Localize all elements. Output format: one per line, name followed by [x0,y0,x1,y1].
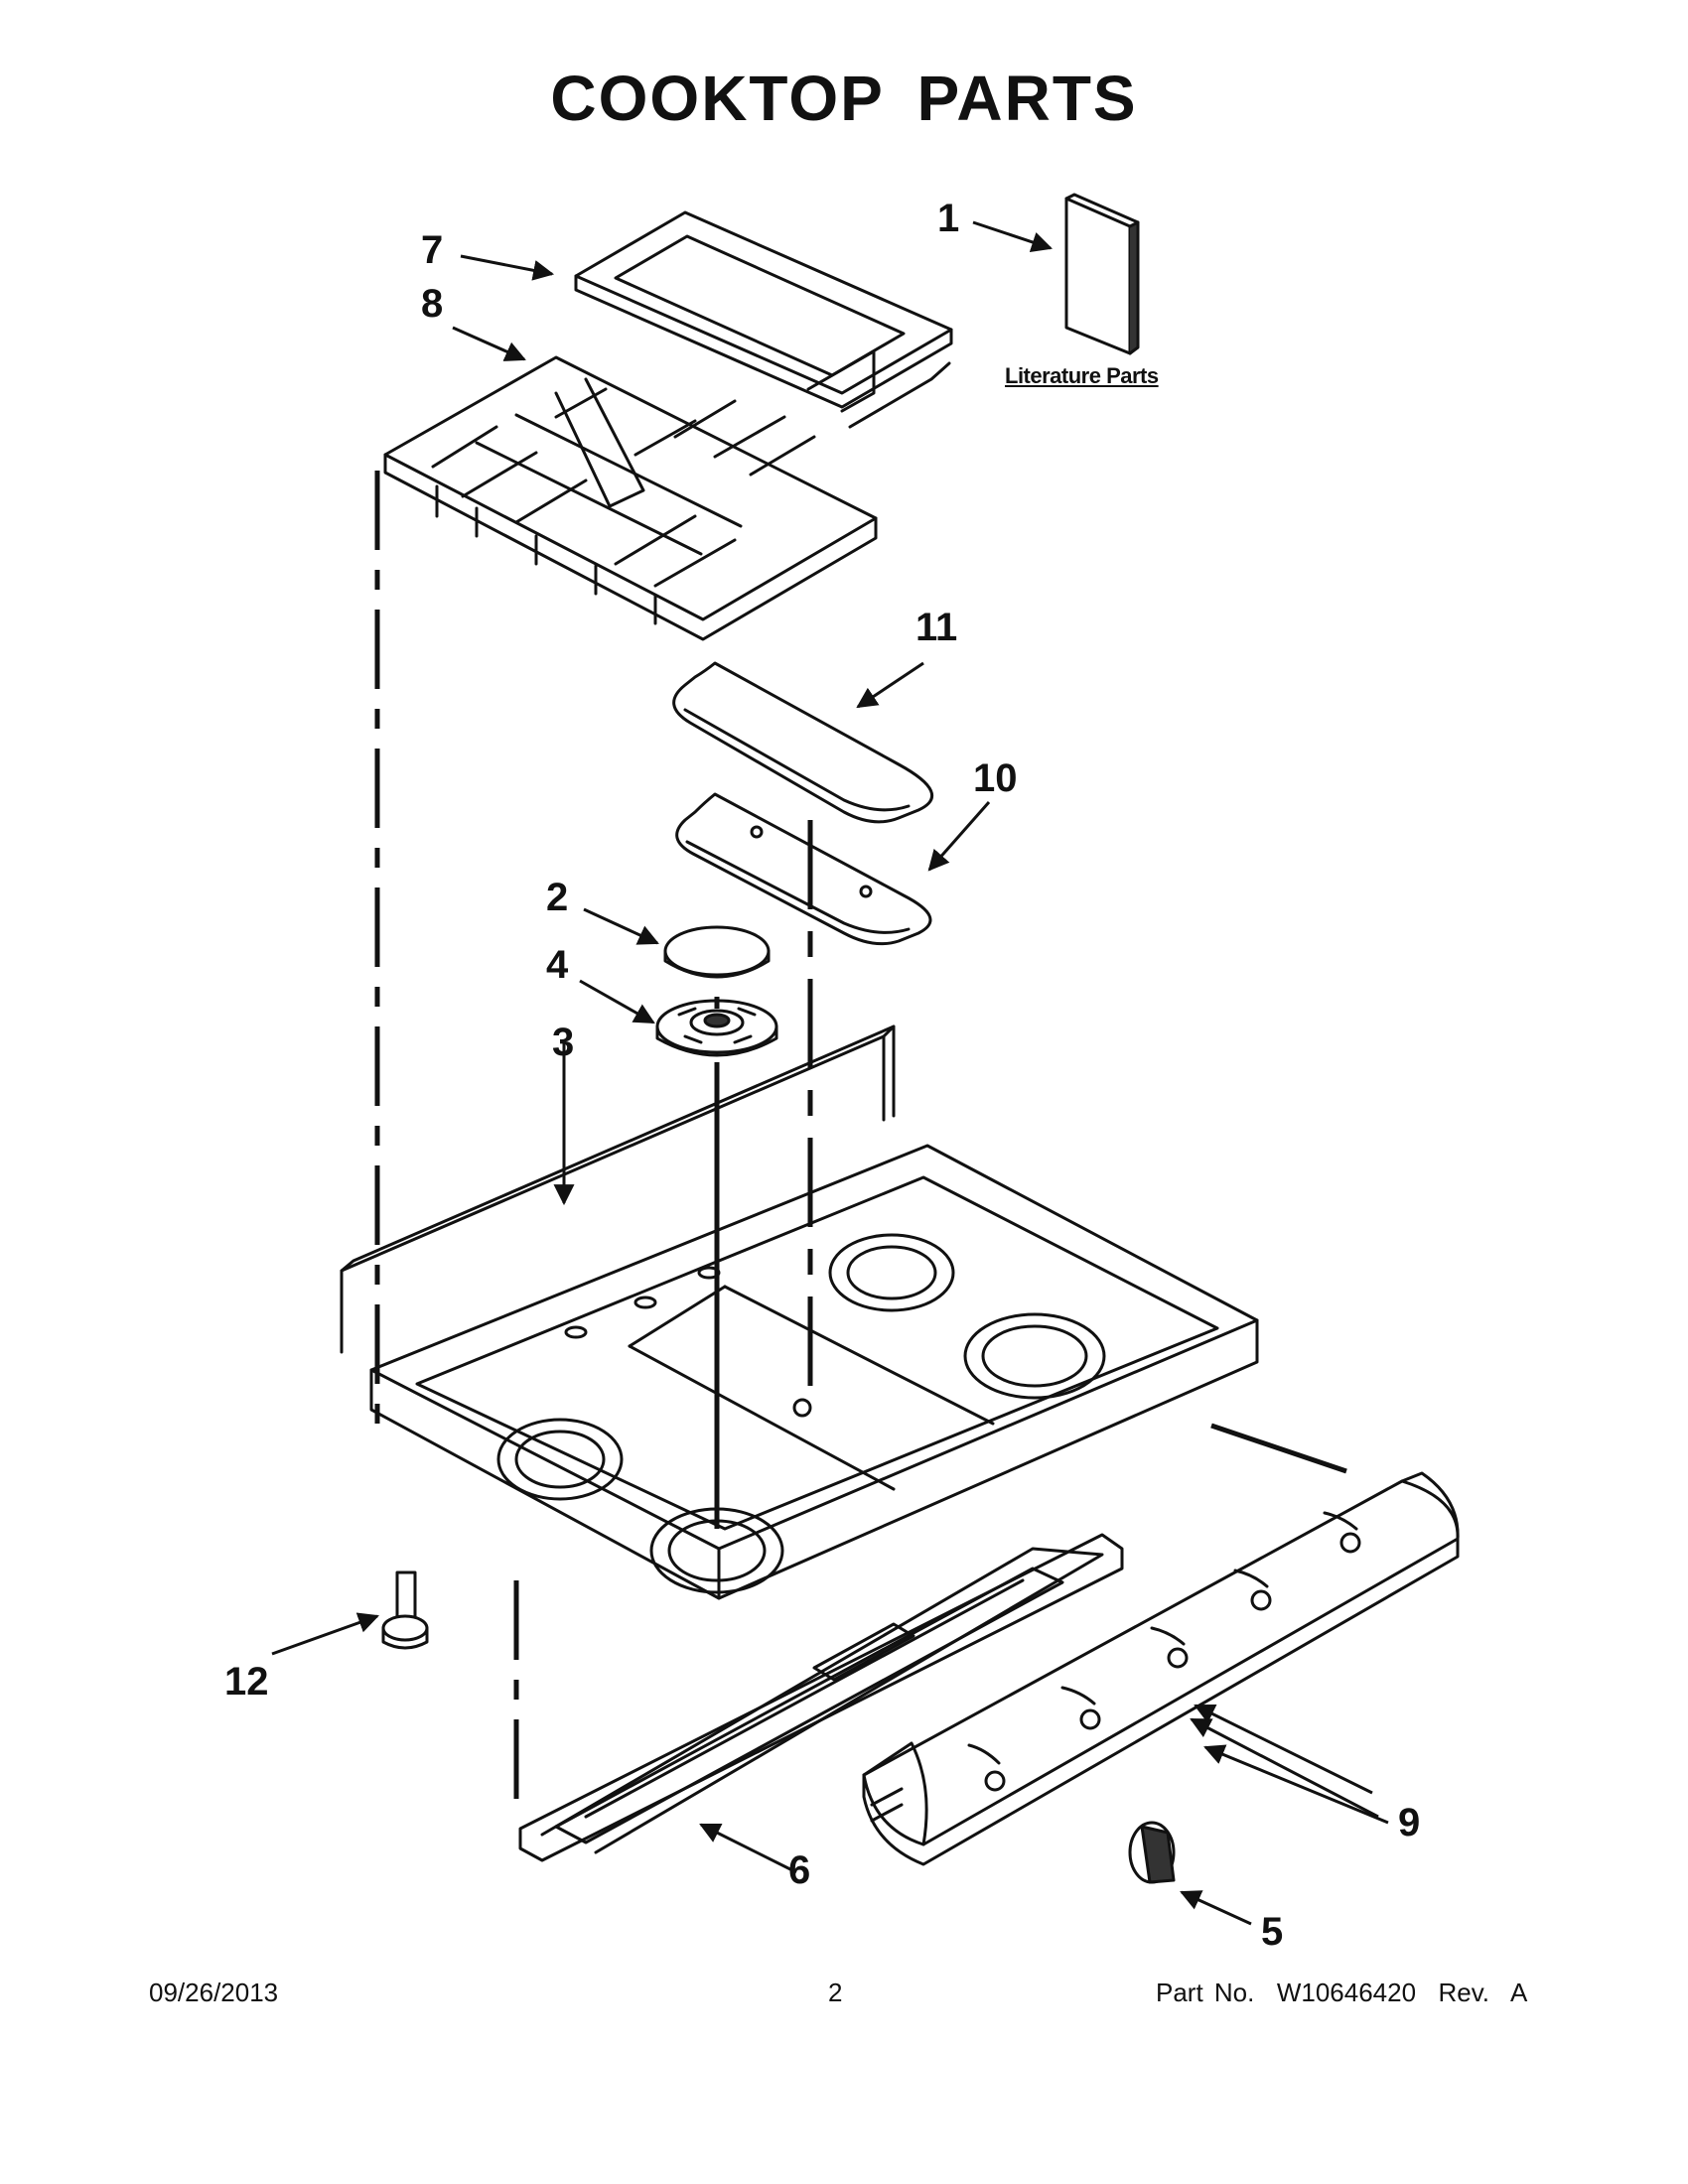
center-cover [672,661,934,824]
callout-8: 8 [421,282,444,326]
footer-date: 09/26/2013 [149,1978,279,2007]
callout-6: 6 [788,1848,811,1892]
burner-box-bracket [518,1533,1124,1862]
burner-cap [663,925,771,979]
callout-3: 3 [552,1021,575,1064]
footer-part-number: Part No. W10646420 Rev. A [1156,1978,1528,2007]
callout-10: 10 [973,756,1018,800]
callout-1: 1 [937,197,960,240]
callout-11: 11 [915,606,958,649]
literature-parts-label: Literature Parts [1005,363,1159,388]
control-panel [862,1471,1460,1866]
callout-12: 12 [224,1660,269,1704]
page-title: COOKTOP PARTS [550,63,1138,134]
callout-5: 5 [1261,1910,1284,1954]
callout-4: 4 [546,943,569,987]
callout-7: 7 [421,228,444,272]
griddle [574,210,953,429]
valve-stem [381,1570,429,1650]
literature-booklet [1064,193,1140,355]
cooktop-main [340,1024,1259,1600]
center-plate [675,792,932,946]
footer-page-number: 2 [828,1978,843,2007]
burner-grate [383,355,878,641]
burner-base [655,999,778,1057]
callout-2: 2 [546,876,569,919]
callout-9: 9 [1398,1801,1421,1844]
control-knob [1128,1821,1176,1884]
